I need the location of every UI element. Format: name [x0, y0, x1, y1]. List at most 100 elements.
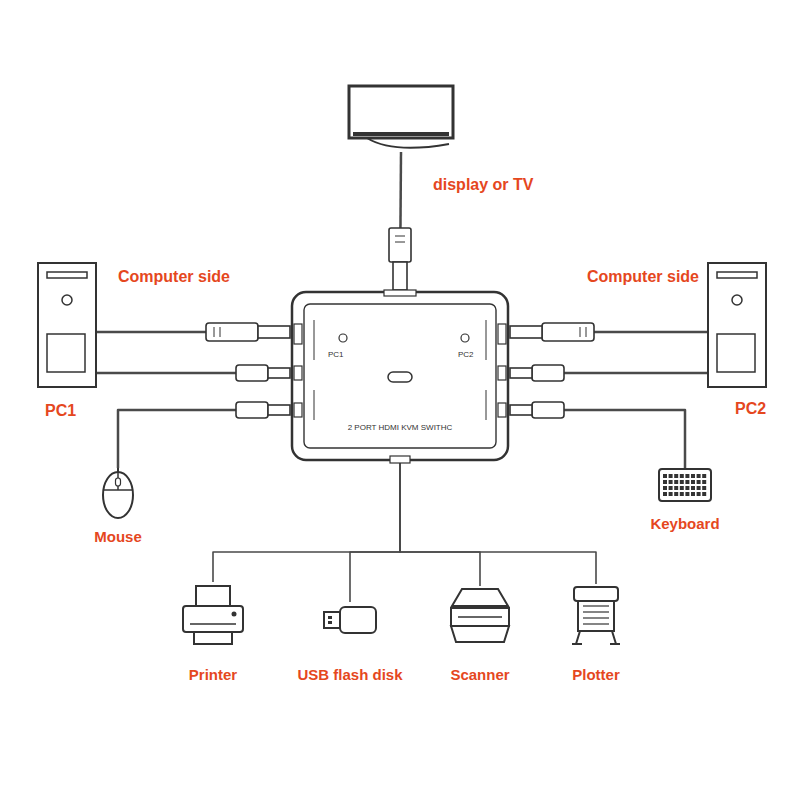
icon-drawing: [451, 589, 509, 642]
hdmi-plug-head: [258, 326, 290, 338]
key: [697, 474, 701, 478]
printer-paper: [196, 586, 230, 608]
key: [702, 474, 706, 478]
hdmi-plug: [542, 323, 594, 341]
device-icon: [37, 262, 97, 388]
switch-housing: [292, 292, 508, 460]
drive-slot: [47, 272, 87, 278]
device-label: Plotter: [572, 666, 620, 683]
led-indicator: [461, 334, 469, 342]
hdmi-plug-head: [393, 262, 407, 290]
icon-drawing: [324, 607, 376, 633]
led-label: PC2: [458, 350, 474, 359]
key: [685, 474, 689, 478]
key: [680, 474, 684, 478]
key: [691, 480, 695, 484]
printer-slot: [190, 623, 236, 625]
front-panel: [717, 334, 755, 372]
switch-port: [498, 366, 506, 380]
key: [697, 492, 701, 496]
device-icon: [566, 584, 626, 646]
key: [669, 480, 673, 484]
device-icon: [658, 468, 712, 504]
icon-drawing: [572, 587, 620, 644]
key: [702, 480, 706, 484]
device-icon: [345, 82, 457, 152]
device-icon: [100, 468, 136, 520]
hdmi-plug: [389, 228, 411, 262]
key: [680, 486, 684, 490]
usb-plug-head: [268, 405, 290, 415]
scanner-lid: [452, 589, 508, 606]
key: [663, 474, 667, 478]
device-label: USB flash disk: [297, 666, 402, 683]
hdmi-plug-head: [510, 326, 542, 338]
sheet-line: [583, 623, 609, 624]
switch-face: [304, 304, 496, 448]
sheet-line: [583, 617, 609, 618]
face-groove: [486, 320, 487, 360]
key: [697, 486, 701, 490]
computer-label: PC2: [735, 400, 766, 418]
led-label: PC1: [328, 350, 344, 359]
mouse-device: Mouse: [100, 468, 136, 520]
usb-plug: [532, 365, 564, 381]
key: [685, 492, 689, 496]
printer-device: Printer: [180, 582, 246, 646]
computer-tower: Computer sidePC2: [707, 262, 767, 388]
device-label: Scanner: [450, 666, 509, 683]
flash-disk-device: USB flash disk: [322, 602, 378, 638]
device-icon: [290, 290, 510, 462]
plug-grip: [586, 327, 587, 337]
switch-port: [294, 324, 302, 344]
tower-case: [38, 263, 96, 387]
plotter-body: [578, 601, 614, 631]
scanner-glass: [458, 616, 502, 618]
cable-connector: [213, 462, 400, 582]
sheet-line: [583, 611, 609, 612]
computer-label: PC1: [45, 402, 76, 420]
printer-body: [183, 606, 243, 632]
key: [680, 492, 684, 496]
usb-plug-head: [510, 405, 532, 415]
plug-grip: [214, 327, 215, 337]
display-monitor: display or TV: [345, 82, 457, 152]
plug-grip: [580, 327, 581, 337]
mouse-wheel: [116, 478, 121, 486]
cable-connector: [400, 462, 480, 586]
monitor-bezel: [353, 132, 449, 136]
icon-drawing: [183, 586, 243, 644]
switch-port: [294, 403, 302, 417]
kvm-switch: PC1PC22 PORT HDMI KVM SWITHC: [290, 290, 510, 462]
flash-connector: [324, 612, 340, 628]
hdmi-plug: [206, 323, 258, 341]
key: [702, 492, 706, 496]
key: [674, 480, 678, 484]
power-button: [62, 295, 72, 305]
face-groove: [314, 320, 315, 360]
switch-port: [498, 403, 506, 417]
front-panel: [47, 334, 85, 372]
plug-grip: [395, 236, 405, 237]
sheet-line: [583, 605, 609, 606]
device-label: Mouse: [94, 528, 142, 545]
icon-drawing: [292, 290, 508, 463]
device-icon: [448, 586, 512, 646]
plotter-stand: [572, 631, 620, 644]
usb-plug: [236, 402, 268, 418]
key: [669, 492, 673, 496]
tower-case: [708, 263, 766, 387]
key: [663, 486, 667, 490]
usb-plug-head: [510, 368, 532, 378]
mouse-buttons: [104, 472, 133, 490]
device-icon: [322, 602, 378, 638]
usb-plug: [532, 402, 564, 418]
printer-tray: [194, 632, 232, 644]
scanner-body: [451, 608, 509, 626]
plotter-device: Plotter: [566, 584, 626, 646]
key: [674, 492, 678, 496]
switch-port: [294, 366, 302, 380]
key: [691, 474, 695, 478]
drive-slot: [717, 272, 757, 278]
keyboard-device: Keyboard: [658, 468, 712, 504]
